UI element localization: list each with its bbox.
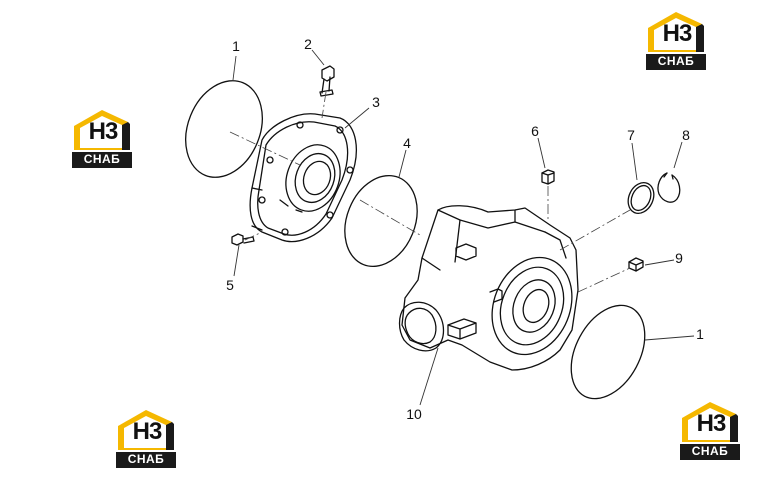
callout-8: 8: [682, 127, 690, 143]
callout-10: 10: [406, 406, 422, 422]
callout-6: 6: [531, 123, 539, 139]
logo-bottom-text: СНАБ: [83, 152, 121, 166]
watermark-logo-bottom-right: H3 СНАБ: [678, 400, 742, 462]
logo-emblem-icon: [72, 110, 132, 168]
callout-2: 2: [304, 36, 312, 52]
callout-7: 7: [627, 127, 635, 143]
logo-bottom-text: СНАБ: [691, 444, 729, 458]
logo-top-text: H3: [88, 118, 119, 145]
assembly-axis-lines: [229, 91, 631, 293]
housing-part-10: [398, 205, 579, 371]
callout-1-top-left: 1: [232, 38, 240, 54]
logo-bottom-text: СНАБ: [127, 452, 165, 466]
snap-ring-part-7: [627, 181, 655, 215]
flange-cover-part-3: [249, 113, 357, 243]
bolt-part-5: [231, 233, 255, 246]
plug-part-6: [541, 169, 555, 185]
watermark-logo-left: H3 СНАБ: [70, 108, 134, 170]
fitting-part-2: [319, 65, 335, 97]
callout-5: 5: [226, 277, 234, 293]
callout-3: 3: [372, 94, 380, 110]
watermark-logo-top-right: H3 СНАБ: [644, 10, 708, 72]
circlip-part-8: [657, 172, 681, 203]
callout-1-bottom-right: 1: [696, 326, 704, 342]
callout-9: 9: [675, 250, 683, 266]
logo-top-text: H3: [696, 410, 727, 437]
logo-top-text: H3: [662, 20, 693, 47]
o-ring-part-4: [344, 174, 418, 268]
o-ring-part-1-left: [185, 80, 263, 178]
logo-bottom-text: СНАБ: [657, 54, 695, 68]
logo-top-text: H3: [132, 418, 163, 445]
logo-emblem-icon: [646, 12, 706, 70]
leader-lines: [232, 49, 695, 406]
logo-emblem-icon: [116, 410, 176, 468]
logo-emblem-icon: [680, 402, 740, 460]
callout-4: 4: [403, 135, 411, 151]
watermark-logo-bottom-left: H3 СНАБ: [114, 408, 178, 470]
o-ring-part-1-right: [570, 304, 646, 400]
plug-part-9: [628, 257, 644, 272]
